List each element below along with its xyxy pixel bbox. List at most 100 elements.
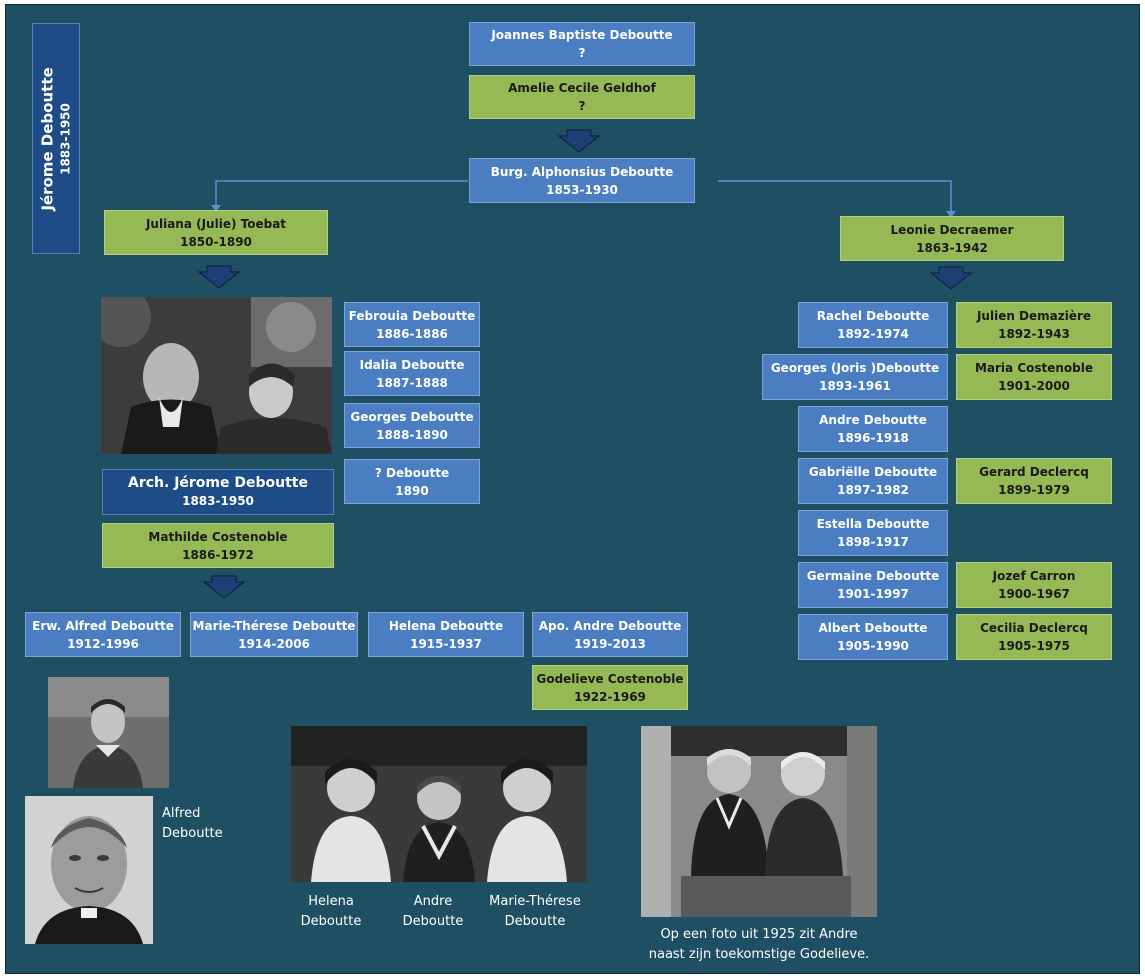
person-years: 1883-1950 [182, 494, 254, 508]
person-arch-jerome: Arch. Jérome Deboutte 1883-1950 [102, 469, 334, 515]
person-name: Georges Deboutte [350, 409, 474, 424]
person-georges: Georges Deboutte 1888-1890 [344, 403, 480, 448]
photo-group-image [291, 726, 587, 882]
connector-line-left [215, 180, 468, 209]
person-name: Marie-Thérese Deboutte [192, 618, 356, 633]
person-name: Andre Deboutte [819, 413, 927, 427]
person-years: 1898-1917 [837, 535, 909, 549]
photo-1925 [641, 726, 877, 917]
person-years: 1901-2000 [998, 379, 1070, 393]
person-years: 1892-1943 [998, 327, 1070, 341]
person-name: Mathilde Costenoble [148, 529, 288, 544]
caption-line: Deboutte [402, 914, 464, 929]
person-julien: Julien Demazière 1892-1943 [956, 302, 1112, 348]
person-years: 1901-1997 [837, 587, 909, 601]
person-name: Albert Deboutte [818, 621, 928, 635]
person-name: Idalia Deboutte [359, 357, 465, 372]
person-years: 1897-1982 [837, 483, 909, 497]
caption-line: Marie-Thérese [489, 894, 581, 909]
person-name: Leonie Decraemer [890, 222, 1014, 237]
person-name: Cecilia Declercq [980, 621, 1088, 635]
person-name: Joannes Baptiste Deboutte [491, 28, 673, 42]
person-name: Juliana (Julie) Toebat [145, 216, 287, 231]
photo-young-alfred [48, 677, 169, 788]
person-years: 1886-1972 [182, 547, 254, 562]
person-years: 1922-1969 [574, 689, 646, 704]
person-years: 1900-1967 [998, 587, 1070, 601]
person-godelieve: Godelieve Costenoble 1922-1969 [532, 665, 688, 710]
person-name: Germaine Deboutte [806, 569, 940, 583]
person-febrouia: Febrouia Deboutte 1886-1886 [344, 302, 480, 347]
person-name: ? Deboutte [374, 465, 450, 480]
photo-young-alfred-image [48, 677, 169, 788]
connector-arrowhead-left [211, 205, 221, 212]
down-arrow-icon-right [929, 266, 973, 290]
person-leonie: Leonie Decraemer 1863-1942 [840, 216, 1064, 261]
caption-line: Alfred [162, 806, 201, 821]
person-years: 1888-1890 [376, 427, 448, 442]
connector-arrowhead-right [946, 211, 956, 218]
person-name: Amelie Cecile Geldhof [508, 81, 656, 95]
caption-marie-therese: Marie-Thérese Deboutte [480, 892, 590, 932]
person-marie-therese: Marie-Thérese Deboutte 1914-2006 [190, 612, 358, 657]
person-amelie-cecile: Amelie Cecile Geldhof ? [469, 75, 695, 119]
photo-alfred-portrait [25, 796, 153, 944]
person-years: 1887-1888 [376, 375, 448, 390]
person-name: Gerard Declercq [979, 465, 1089, 479]
side-title-box: Jérome Deboutte 1883-1950 [32, 23, 80, 254]
family-tree-canvas: Jérome Deboutte 1883-1950 Joannes Baptis… [5, 4, 1140, 974]
person-gerard: Gerard Declercq 1899-1979 [956, 458, 1112, 504]
photo-1925-image [641, 726, 877, 917]
person-georges-joris: Georges (Joris )Deboutte 1893-1961 [762, 354, 948, 400]
person-alfred: Erw. Alfred Deboutte 1912-1996 [25, 612, 181, 657]
caption-line: Andre [413, 894, 453, 909]
person-years: 1915-1937 [410, 636, 482, 651]
person-name: Arch. Jérome Deboutte [128, 475, 308, 491]
caption-line: Helena [308, 894, 354, 909]
caption-helena: Helena Deboutte [296, 892, 366, 932]
person-estella: Estella Deboutte 1898-1917 [798, 510, 948, 556]
photo-helena-andre-marie [291, 726, 587, 882]
down-arrow-icon-mathilde [202, 575, 246, 599]
side-title-years: 1883-1950 [58, 102, 73, 175]
caption-alfred: Alfred Deboutte [162, 804, 223, 844]
down-arrow-icon-left [197, 265, 241, 289]
person-name: Helena Deboutte [388, 618, 504, 633]
person-rachel: Rachel Deboutte 1892-1974 [798, 302, 948, 348]
person-years: 1893-1961 [819, 379, 891, 393]
person-germaine: Germaine Deboutte 1901-1997 [798, 562, 948, 608]
caption-line: naast zijn toekomstige Godelieve. [648, 947, 870, 962]
person-name: Burg. Alphonsius Deboutte [490, 164, 674, 179]
person-years: 1899-1979 [998, 483, 1070, 497]
person-name: Maria Costenoble [974, 361, 1094, 375]
person-unknown-deboutte: ? Deboutte 1890 [344, 459, 480, 504]
person-name: Gabriëlle Deboutte [808, 465, 938, 479]
person-joannes-baptiste: Joannes Baptiste Deboutte ? [469, 22, 695, 66]
person-years: 1896-1918 [837, 431, 909, 445]
person-years: 1886-1886 [376, 326, 448, 341]
person-andre-right: Andre Deboutte 1896-1918 [798, 406, 948, 452]
caption-line: Deboutte [162, 826, 223, 841]
person-juliana: Juliana (Julie) Toebat 1850-1890 [104, 210, 328, 255]
photo-jerome-mathilde-image [101, 297, 332, 454]
person-cecilia: Cecilia Declercq 1905-1975 [956, 614, 1112, 660]
person-name: Rachel Deboutte [816, 309, 930, 323]
person-idalia: Idalia Deboutte 1887-1888 [344, 351, 480, 396]
person-helena: Helena Deboutte 1915-1937 [368, 612, 524, 657]
side-title: Jérome Deboutte 1883-1950 [39, 67, 74, 210]
person-mathilde: Mathilde Costenoble 1886-1972 [102, 523, 334, 568]
photo-alfred-portrait-image [25, 796, 153, 944]
person-years: 1863-1942 [916, 240, 988, 255]
person-years: 1853-1930 [546, 182, 618, 197]
person-albert: Albert Deboutte 1905-1990 [798, 614, 948, 660]
person-years: 1912-1996 [67, 636, 139, 651]
person-name: Godelieve Costenoble [536, 671, 684, 686]
caption-1925: Op een foto uit 1925 zit Andre naast zij… [628, 925, 890, 965]
person-name: Georges (Joris )Deboutte [770, 361, 940, 375]
connector-layer [197, 129, 973, 599]
person-years: 1850-1890 [180, 234, 252, 249]
person-years: 1892-1974 [837, 327, 909, 341]
side-title-name: Jérome Deboutte [38, 66, 57, 211]
person-andre-apo: Apo. Andre Deboutte 1919-2013 [532, 612, 688, 657]
down-arrow-icon-top [557, 129, 601, 153]
